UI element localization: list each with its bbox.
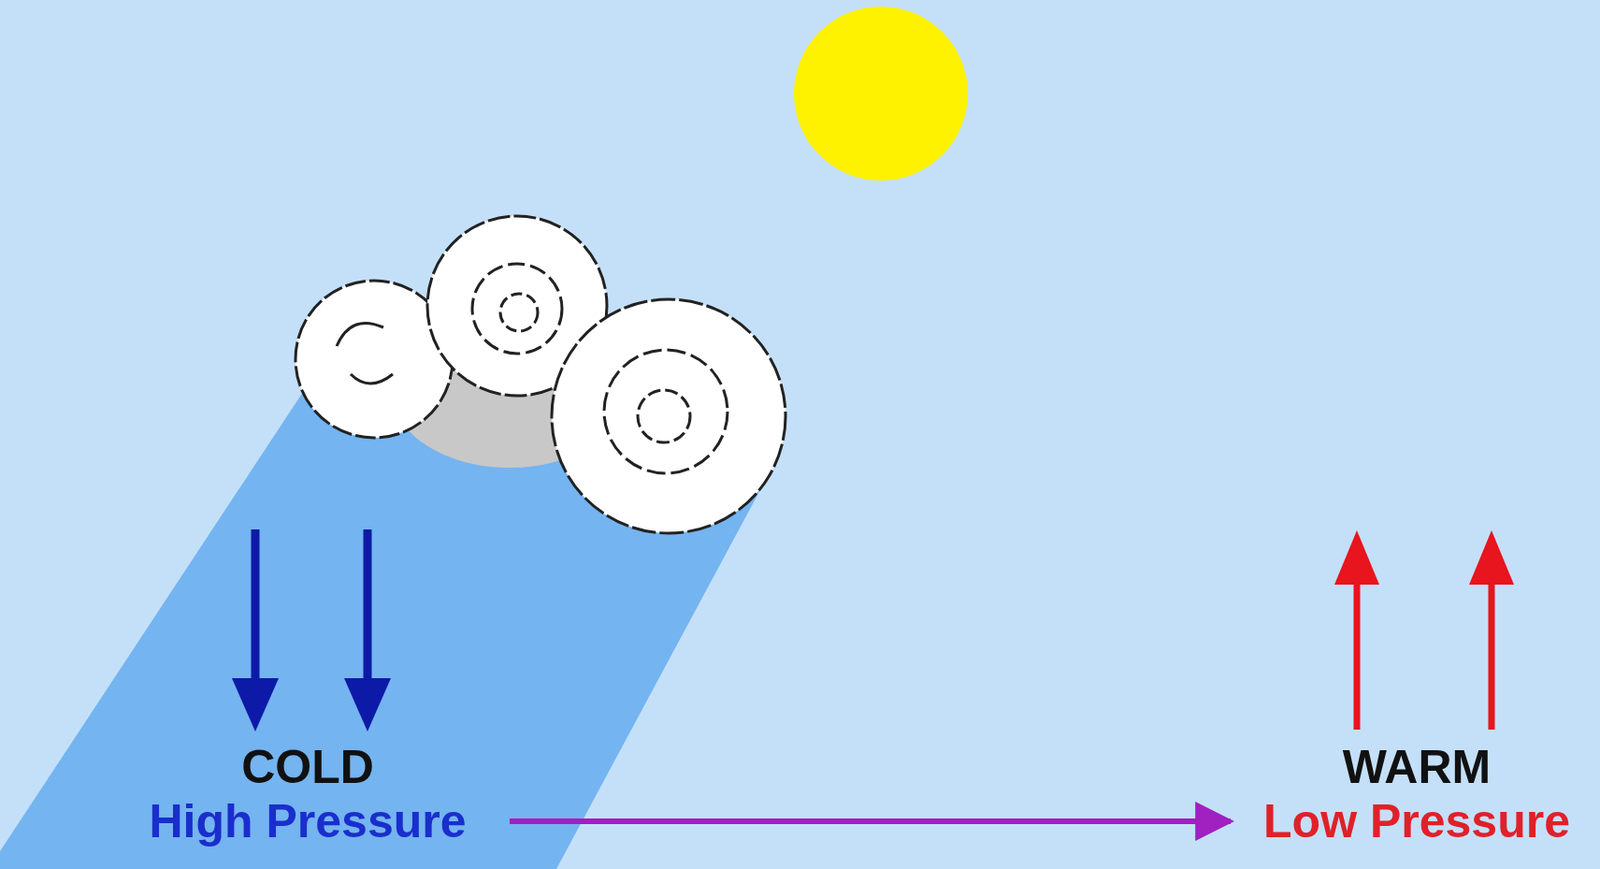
temperature-label: WARM: [1243, 739, 1590, 794]
cloud-right: [551, 299, 786, 534]
arrow-head: [1469, 530, 1514, 585]
cloud-curl: [637, 389, 691, 443]
sinking-air-arrows: [231, 529, 391, 732]
cloud-curl: [336, 323, 393, 385]
cloud-puff: [551, 299, 786, 534]
cold-high-pressure-label: COLDHigh Pressure: [120, 739, 495, 849]
sun: [793, 6, 968, 181]
down-arrow: [363, 529, 373, 683]
warm-low-pressure-label: WARMLow Pressure: [1243, 739, 1590, 849]
cloud-group: [295, 216, 786, 534]
rising-air-arrows: [1334, 530, 1514, 730]
arrow-head: [231, 677, 279, 732]
pressure-label: Low Pressure: [1243, 793, 1590, 849]
arrow-head: [1334, 530, 1380, 585]
cloud-curl: [500, 293, 538, 332]
up-arrow: [1488, 575, 1496, 730]
temperature-label: COLD: [120, 739, 495, 794]
cloud-curl: [604, 349, 728, 474]
cloud-curl: [472, 263, 563, 354]
down-arrow: [251, 529, 260, 683]
up-arrow: [1354, 575, 1361, 730]
arrow-head: [344, 677, 391, 732]
pressure-label: High Pressure: [120, 793, 495, 849]
air-flow-arrow: [509, 818, 1231, 824]
